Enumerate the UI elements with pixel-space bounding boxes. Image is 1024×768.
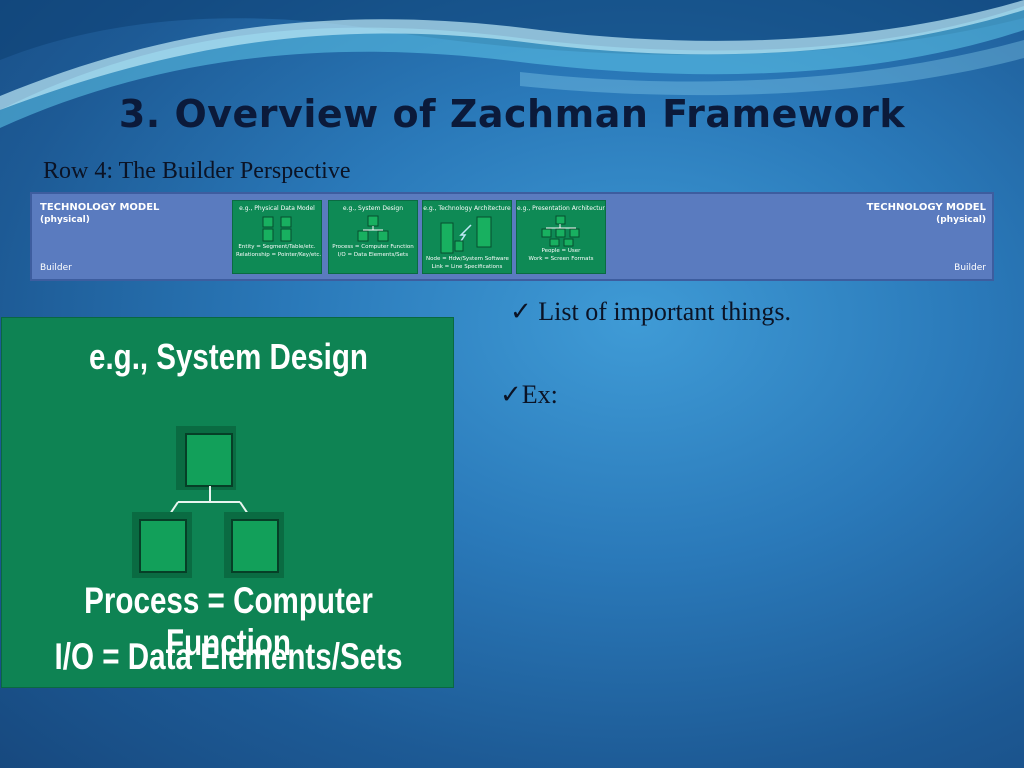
cell-heading: e.g., System Design: [342, 205, 404, 212]
system-design-diagram-icon: [132, 426, 284, 578]
cell-heading: e.g., Physical Data Model: [239, 205, 315, 212]
cell-line-2: Work = Screen Formats: [528, 256, 594, 262]
cell-heading: e.g., Technology Architecture: [423, 205, 511, 212]
panel-heading: e.g., System Design: [89, 336, 368, 377]
strip-left-title: TECHNOLOGY MODEL: [40, 202, 160, 213]
cell-line-1: Process = Computer Function: [332, 244, 414, 250]
cell-presentation-architecture: e.g., Presentation Architecture People =…: [516, 200, 606, 274]
system-design-zoom-panel: e.g., System Design Process = Computer F…: [1, 317, 454, 688]
slide-subtitle: Row 4: The Builder Perspective: [43, 158, 351, 184]
cell-heading: e.g., Presentation Architecture: [517, 205, 606, 212]
zachman-row-strip: TECHNOLOGY MODEL (physical) Builder TECH…: [30, 192, 994, 281]
cell-line-1: Entity = Segment/Table/etc.: [238, 244, 316, 250]
presentation-architecture-icon: [541, 215, 580, 247]
system-design-icon: [357, 215, 389, 242]
strip-left-subtitle: (physical): [40, 215, 90, 225]
cell-line-2: Link = Line Specifications: [431, 264, 503, 270]
strip-right-subtitle: (physical): [936, 215, 986, 225]
technology-architecture-icon: [440, 216, 492, 254]
cell-line-2: Relationship = Pointer/Key/etc.: [236, 252, 322, 258]
decorative-swoosh: [0, 0, 1024, 128]
bullet-list-of-important-things: ✓ List of important things.: [510, 297, 792, 326]
cell-technology-architecture: e.g., Technology Architecture Node = Hdw…: [422, 200, 512, 274]
slide-title: 3. Overview of Zachman Framework: [118, 92, 906, 136]
panel-line-2: I/O = Data Elements/Sets: [54, 636, 403, 677]
data-model-icon: [262, 216, 292, 242]
cell-line-1: People = User: [541, 248, 581, 254]
strip-right-title: TECHNOLOGY MODEL: [866, 202, 986, 213]
panel-line-1: Process = Computer Function: [84, 580, 373, 663]
cell-line-1: Node = Hdw/System Software: [426, 256, 509, 262]
cell-physical-data-model: e.g., Physical Data Model Entity = Segme…: [232, 200, 322, 274]
cell-line-2: I/O = Data Elements/Sets: [337, 252, 409, 258]
cell-system-design: e.g., System Design Process = Computer F…: [328, 200, 418, 274]
bullet-example: ✓Ex:: [500, 380, 558, 409]
strip-left-role: Builder: [40, 263, 72, 273]
strip-right-role: Builder: [954, 263, 986, 273]
